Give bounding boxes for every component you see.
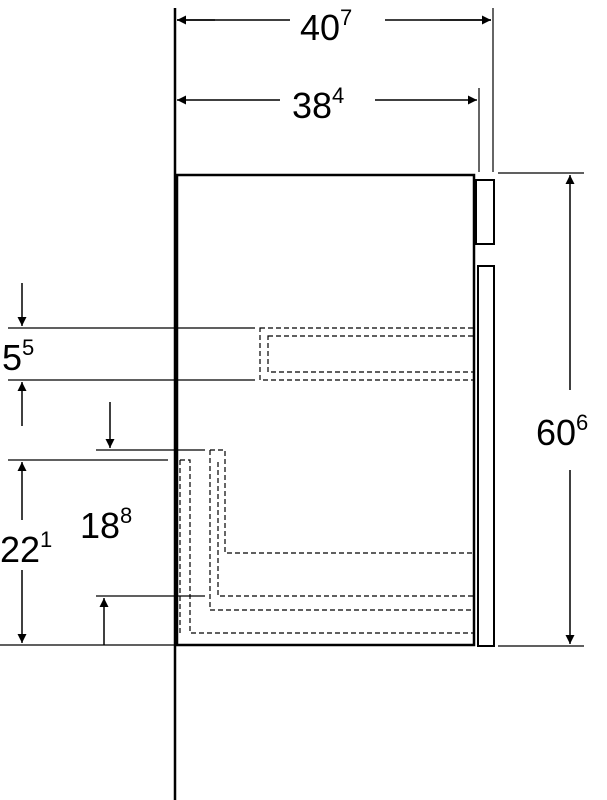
dimension-inner-width-value: 38 [292,85,332,126]
svg-text:407: 407 [300,5,352,48]
front-panel-top [475,179,495,245]
dimension-upper-drawer-fraction: 5 [22,335,34,360]
dimension-inner-width-fraction: 4 [332,83,344,108]
svg-text:606: 606 [536,410,588,453]
svg-text:221: 221 [0,527,52,570]
dimension-lower-drawer-fraction: 8 [120,503,132,528]
dimension-upper-drawer-value: 5 [2,337,22,378]
dimension-lower-height: 221 [0,459,168,643]
dimension-lower-height-fraction: 1 [40,527,52,552]
dimension-total-height: 606 [498,172,588,647]
dimension-total-height-fraction: 6 [576,410,588,435]
dimension-lower-drawer-value: 18 [80,505,120,546]
svg-text:188: 188 [80,503,132,546]
cabinet-body [175,173,476,647]
dimension-inner-width: 384 [177,83,480,172]
dimension-total-height-value: 60 [536,412,576,453]
dimension-total-width-value: 40 [300,7,340,48]
dimension-lower-height-value: 22 [0,529,40,570]
svg-text:384: 384 [292,83,344,126]
lower-drawer-outline [179,449,474,634]
svg-text:55: 55 [2,335,34,378]
upper-drawer-outline [259,327,475,381]
front-panel-door [477,265,495,647]
dimension-total-width: 407 [177,5,494,172]
dimension-upper-drawer: 55 [2,283,255,426]
dimension-lower-drawer: 188 [80,402,205,645]
dimension-total-width-fraction: 7 [340,5,352,30]
